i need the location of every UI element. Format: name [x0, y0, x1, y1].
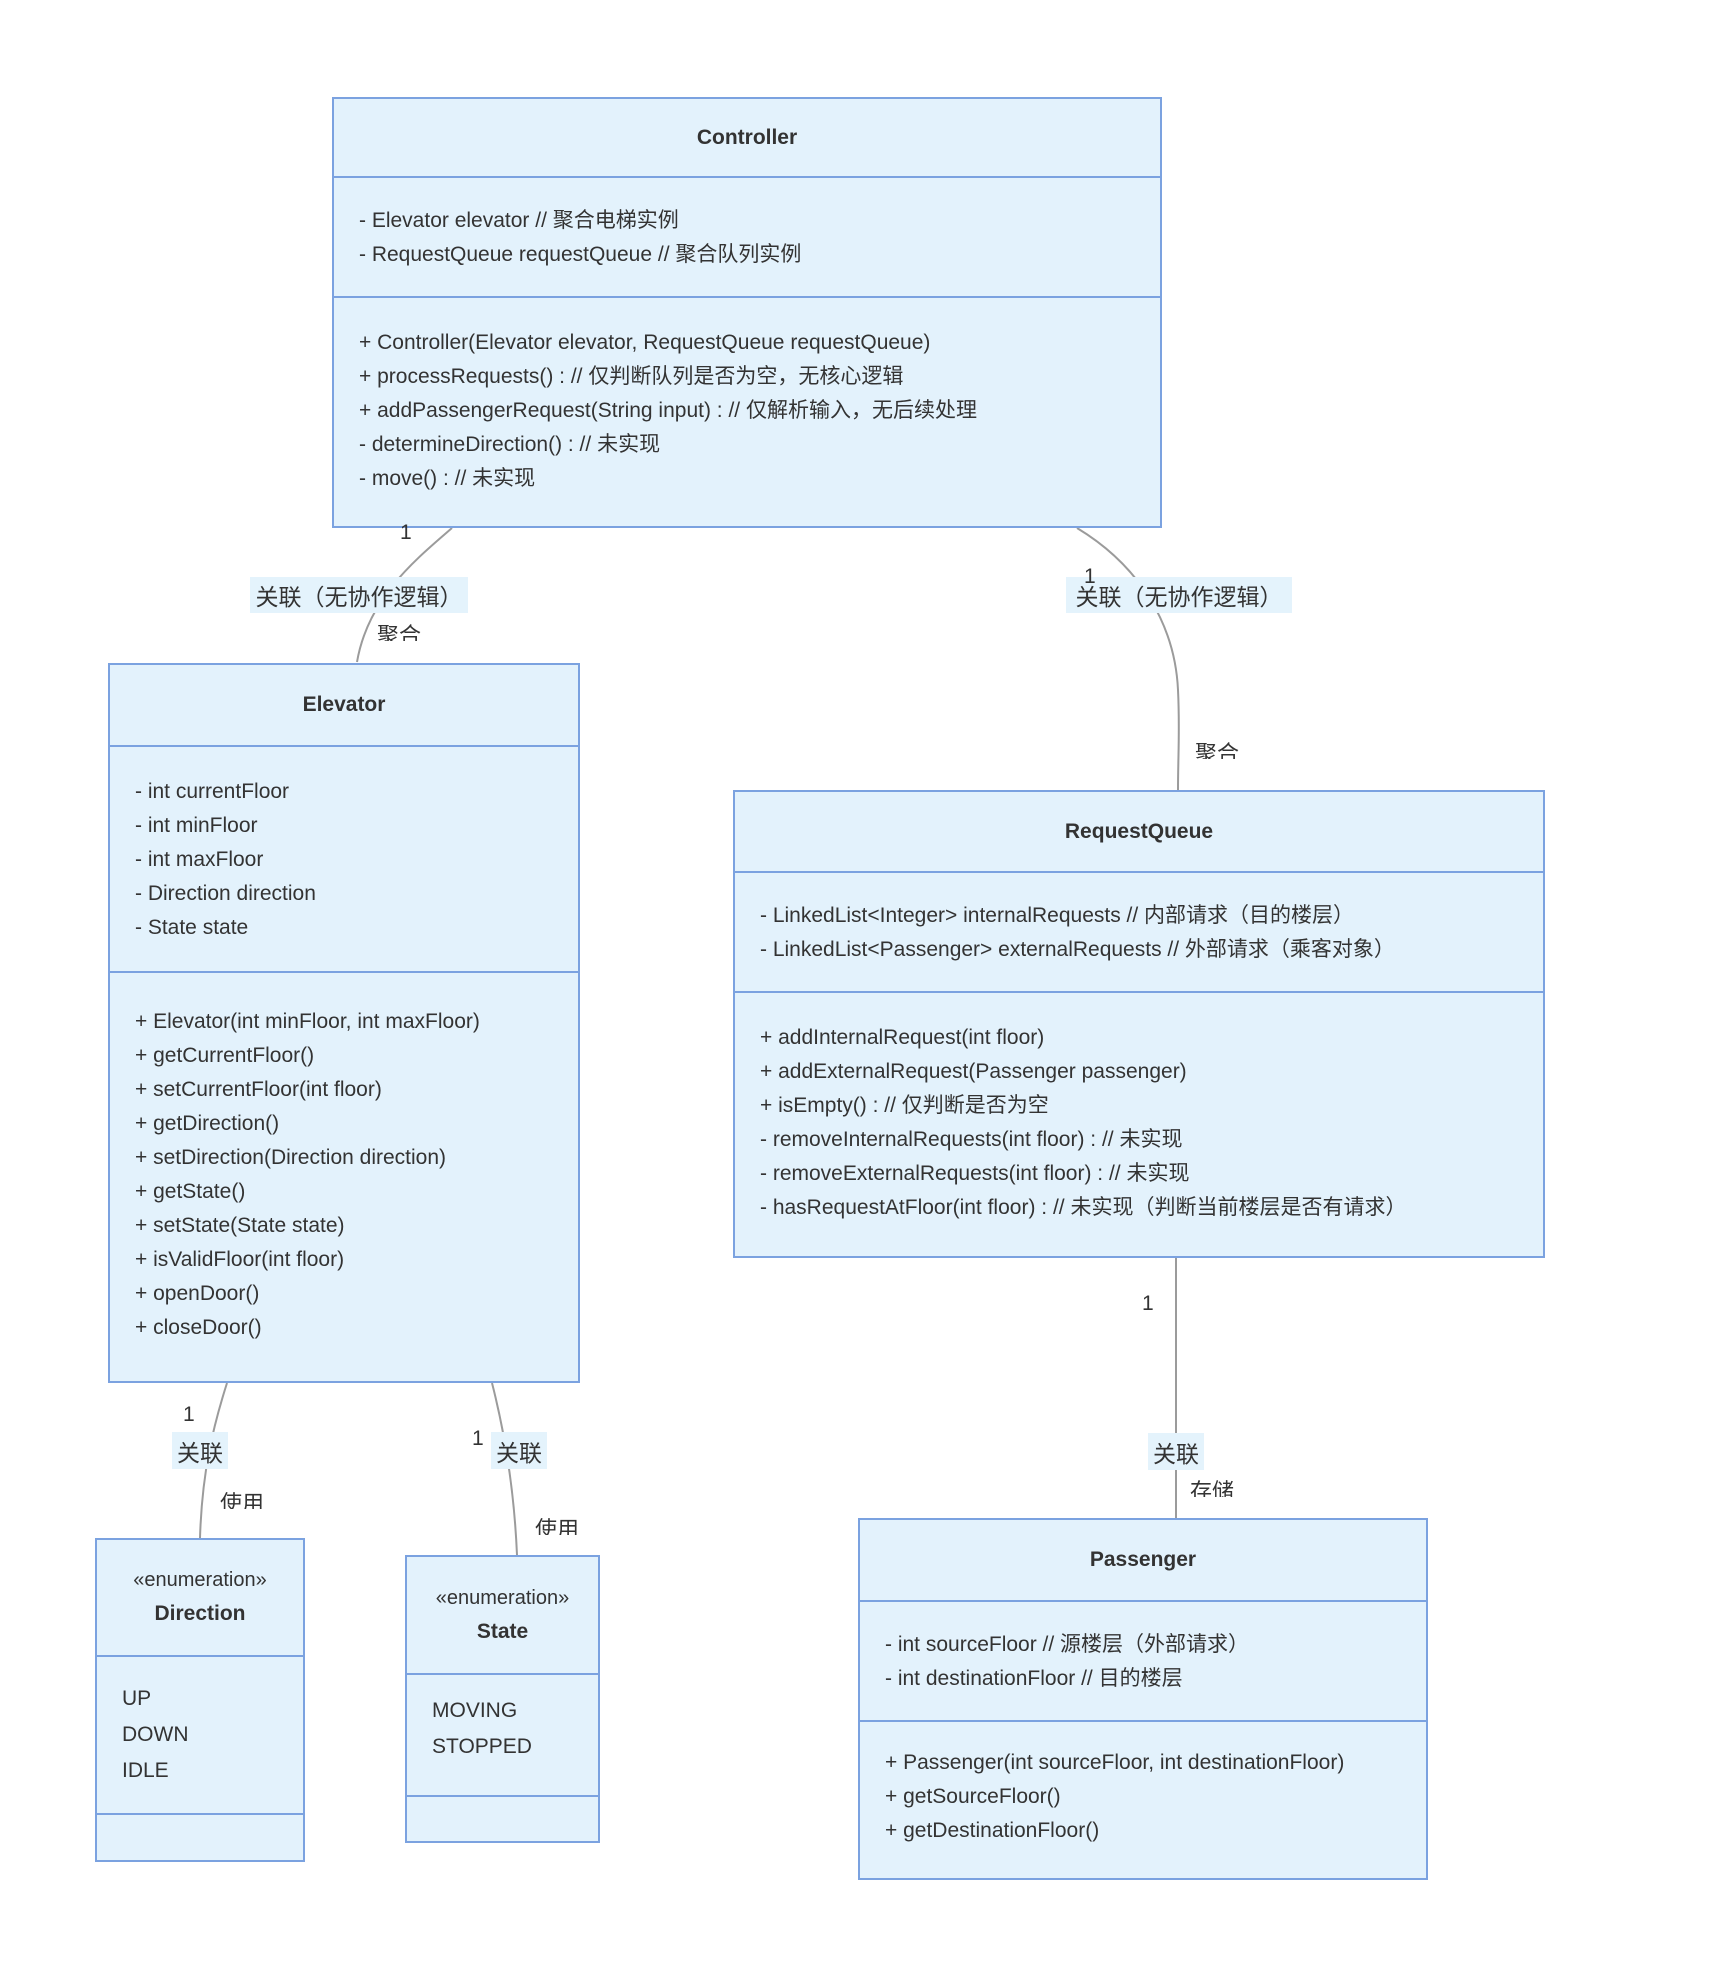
enum-stereotype: «enumeration»	[133, 1569, 267, 1591]
edge-label-controller-requestqueue: 关联（无协作逻辑）	[1066, 577, 1292, 613]
attribute-line: - int currentFloor	[135, 780, 290, 803]
method-line: + setDirection(Direction direction)	[135, 1146, 447, 1169]
role-label-store-passenger: 存储	[1190, 1480, 1235, 1497]
role-label-use-state: 使用	[535, 1518, 580, 1535]
attribute-line: - Direction direction	[135, 882, 316, 905]
class-requestqueue: RequestQueue - LinkedList<Integer> inter…	[733, 790, 1545, 1258]
enum-direction-header: «enumeration» Direction	[97, 1540, 303, 1657]
method-line: + closeDoor()	[135, 1316, 262, 1339]
enum-value: MOVING	[432, 1699, 518, 1722]
multiplicity-elevator-direction: 1	[183, 1403, 195, 1426]
multiplicity-controller-requestqueue: 1	[1084, 565, 1096, 588]
method-line: + addExternalRequest(Passenger passenger…	[760, 1060, 1187, 1083]
enum-value: STOPPED	[432, 1735, 532, 1758]
method-line: + getState()	[135, 1180, 246, 1203]
role-label-aggregation-requestqueue: 聚合	[1195, 742, 1240, 759]
enum-state-header: «enumeration» State	[407, 1557, 598, 1675]
method-line: + addPassengerRequest(String input) : //…	[359, 399, 977, 422]
class-passenger: Passenger - int sourceFloor // 源楼层（外部请求）…	[858, 1518, 1428, 1880]
class-passenger-attributes: - int sourceFloor // 源楼层（外部请求） - int des…	[860, 1602, 1426, 1722]
enum-state: «enumeration» State MOVING STOPPED	[405, 1555, 600, 1843]
class-elevator: Elevator - int currentFloor - int minFlo…	[108, 663, 580, 1383]
method-line: - determineDirection() : // 未实现	[359, 433, 661, 456]
edge-controller-requestqueue	[1076, 527, 1180, 791]
enum-value: DOWN	[122, 1723, 189, 1746]
method-line: + getCurrentFloor()	[135, 1044, 315, 1067]
attribute-line: - LinkedList<Integer> internalRequests /…	[760, 904, 1355, 927]
enum-stereotype: «enumeration»	[435, 1586, 570, 1609]
multiplicity-requestqueue-passenger: 1	[1142, 1292, 1154, 1315]
attribute-line: - int sourceFloor // 源楼层（外部请求）	[885, 1633, 1250, 1656]
enum-direction-title: Direction	[154, 1602, 246, 1625]
role-label-aggregation-elevator: 聚合	[377, 624, 422, 641]
attribute-line: - Elevator elevator // 聚合电梯实例	[359, 209, 679, 232]
method-line: - removeExternalRequests(int floor) : //…	[760, 1162, 1190, 1185]
method-line: + setState(State state)	[135, 1214, 345, 1237]
method-line: - removeInternalRequests(int floor) : //…	[760, 1128, 1183, 1151]
enum-state-values: MOVING STOPPED	[407, 1675, 598, 1797]
method-line: + getDirection()	[135, 1112, 280, 1135]
class-passenger-title: Passenger	[860, 1520, 1426, 1602]
method-line: + isValidFloor(int floor)	[135, 1248, 345, 1271]
attribute-line: - LinkedList<Passenger> externalRequests…	[760, 938, 1395, 961]
class-requestqueue-title: RequestQueue	[735, 792, 1543, 873]
class-controller-attributes: - Elevator elevator // 聚合电梯实例 - RequestQ…	[334, 178, 1160, 298]
attribute-line: - State state	[135, 916, 249, 939]
class-elevator-attributes: - int currentFloor - int minFloor - int …	[110, 747, 578, 973]
class-controller-title: Controller	[334, 99, 1160, 178]
empty-compartment	[97, 1815, 303, 1860]
method-line: + isEmpty() : // 仅判断是否为空	[760, 1094, 1049, 1117]
edge-label-elevator-state: 关联	[491, 1432, 547, 1469]
enum-direction-values: UP DOWN IDLE	[97, 1657, 303, 1815]
multiplicity-elevator-state: 1	[472, 1427, 484, 1450]
class-requestqueue-methods: + addInternalRequest(int floor) + addExt…	[735, 993, 1543, 1225]
enum-direction: «enumeration» Direction UP DOWN IDLE	[95, 1538, 305, 1862]
edge-label-requestqueue-passenger: 关联	[1148, 1433, 1204, 1470]
method-line: + getSourceFloor()	[885, 1785, 1061, 1808]
method-line: + Elevator(int minFloor, int maxFloor)	[135, 1010, 480, 1033]
attribute-line: - int maxFloor	[135, 848, 264, 871]
edge-label-elevator-direction: 关联	[172, 1432, 228, 1469]
method-line: + Passenger(int sourceFloor, int destina…	[885, 1751, 1345, 1774]
edge-label-controller-elevator: 关联（无协作逻辑）	[250, 577, 468, 613]
method-line: + setCurrentFloor(int floor)	[135, 1078, 382, 1101]
class-elevator-methods: + Elevator(int minFloor, int maxFloor) +…	[110, 973, 578, 1345]
enum-value: IDLE	[122, 1759, 169, 1782]
method-line: - move() : // 未实现	[359, 467, 536, 490]
method-line: + getDestinationFloor()	[885, 1819, 1100, 1842]
role-label-use-direction: 使用	[220, 1492, 265, 1509]
empty-compartment	[407, 1797, 598, 1841]
attribute-line: - int minFloor	[135, 814, 258, 837]
class-requestqueue-attributes: - LinkedList<Integer> internalRequests /…	[735, 873, 1543, 993]
class-controller: Controller - Elevator elevator // 聚合电梯实例…	[332, 97, 1162, 528]
attribute-line: - RequestQueue requestQueue // 聚合队列实例	[359, 243, 802, 266]
enum-state-title: State	[476, 1619, 529, 1643]
class-elevator-title: Elevator	[110, 665, 578, 747]
attribute-line: - int destinationFloor // 目的楼层	[885, 1667, 1183, 1690]
method-line: + processRequests() : // 仅判断队列是否为空，无核心逻辑	[359, 365, 904, 388]
class-passenger-methods: + Passenger(int sourceFloor, int destina…	[860, 1722, 1426, 1848]
method-line: + openDoor()	[135, 1282, 260, 1305]
edge-elevator-state	[491, 1382, 518, 1556]
multiplicity-controller-elevator: 1	[400, 521, 412, 544]
method-line: + addInternalRequest(int floor)	[760, 1026, 1045, 1049]
class-controller-methods: + Controller(Elevator elevator, RequestQ…	[334, 298, 1160, 496]
method-line: - hasRequestAtFloor(int floor) : // 未实现（…	[760, 1196, 1407, 1219]
enum-value: UP	[122, 1687, 152, 1710]
method-line: + Controller(Elevator elevator, RequestQ…	[359, 331, 931, 354]
